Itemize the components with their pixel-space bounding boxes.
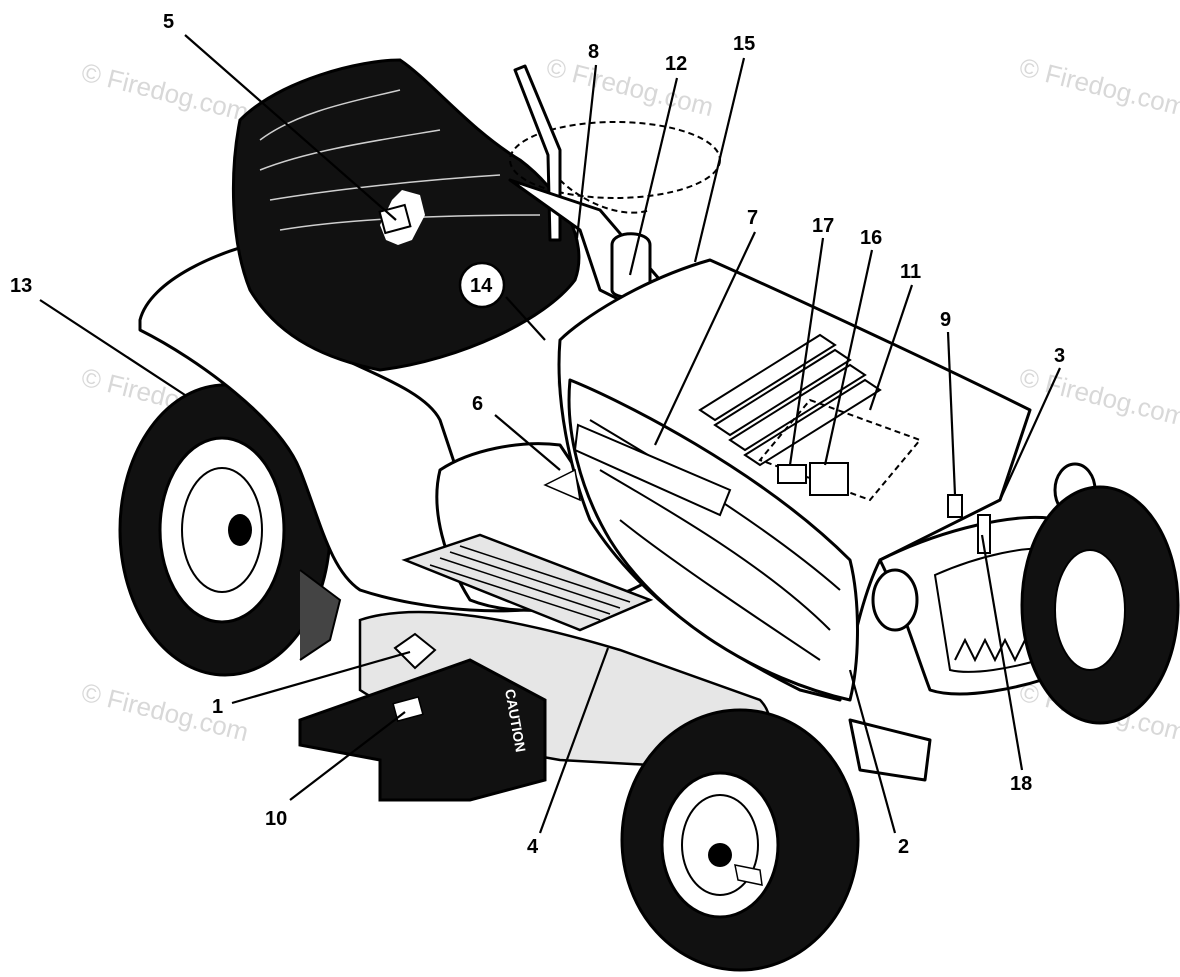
battery-outline — [758, 398, 922, 502]
callout-12: 12 — [665, 53, 687, 75]
leader-16 — [823, 249, 874, 466]
leader-9 — [946, 331, 957, 496]
lift-lever — [513, 64, 562, 242]
callout-15: 15 — [733, 33, 755, 55]
leader-14 — [505, 296, 546, 341]
grille-pattern — [954, 637, 1036, 663]
pedal-tread — [429, 545, 631, 621]
leader-8 — [575, 64, 598, 239]
decal-1 — [393, 632, 437, 670]
decal-6 — [543, 468, 581, 502]
leader-3 — [998, 367, 1062, 501]
leader-11 — [868, 284, 914, 411]
hood-vents — [698, 333, 882, 467]
callout-3: 3 — [1054, 345, 1065, 367]
decal-7 — [573, 423, 732, 517]
front-left-wheel — [620, 708, 860, 972]
callout-numbers: 5 8 12 15 7 17 16 11 9 3 13 14 6 1 10 4 … — [10, 11, 1065, 858]
callout-17: 17 — [812, 215, 834, 237]
callout-14-circle — [458, 261, 506, 309]
leader-6 — [494, 414, 561, 471]
discharge-chute — [298, 658, 547, 802]
callout-1: 1 — [212, 696, 223, 718]
leader-1 — [231, 650, 411, 705]
leader-10 — [289, 711, 406, 801]
callout-11: 11 — [900, 261, 921, 283]
leader-5 — [184, 34, 397, 221]
callout-6: 6 — [472, 393, 483, 415]
front-right-wheel — [1020, 485, 1180, 725]
callout-9: 9 — [940, 309, 951, 331]
callout-8: 8 — [588, 41, 599, 63]
callout-4: 4 — [527, 836, 539, 858]
callout-2: 2 — [898, 836, 909, 858]
watermark: © Firedog.com — [79, 677, 252, 747]
callout-16: 16 — [860, 227, 882, 249]
watermark: © Firedog.com — [1017, 362, 1180, 432]
seat-stitching — [259, 89, 541, 231]
decal-16 — [809, 462, 849, 496]
fuel-cap — [610, 232, 652, 299]
watermark: © Firedog.com — [1017, 52, 1180, 122]
headlight-left — [871, 568, 919, 632]
leader-15 — [693, 57, 746, 263]
leader-7 — [654, 231, 756, 446]
leader-12 — [628, 77, 679, 276]
leader-17 — [788, 237, 825, 466]
tractor-illustration: CAUTION — [118, 58, 1180, 972]
callout-14: 14 — [470, 275, 493, 297]
watermark: © Firedog.com — [79, 57, 252, 127]
leader-13 — [39, 299, 186, 396]
front-frame — [848, 718, 932, 782]
callout-5: 5 — [163, 11, 174, 33]
callout-18: 18 — [1010, 773, 1032, 795]
decal-17 — [777, 464, 807, 484]
callout-10: 10 — [265, 808, 287, 830]
watermark: © Firedog.com — [544, 52, 717, 122]
leader-2 — [848, 669, 897, 834]
leader-18 — [980, 534, 1024, 771]
leader-lines — [39, 34, 1062, 834]
callout-13: 13 — [10, 275, 32, 297]
rear-wheel — [118, 383, 342, 677]
leader-4 — [538, 647, 610, 834]
decal-9 — [947, 494, 963, 518]
callout-7: 7 — [747, 207, 758, 229]
